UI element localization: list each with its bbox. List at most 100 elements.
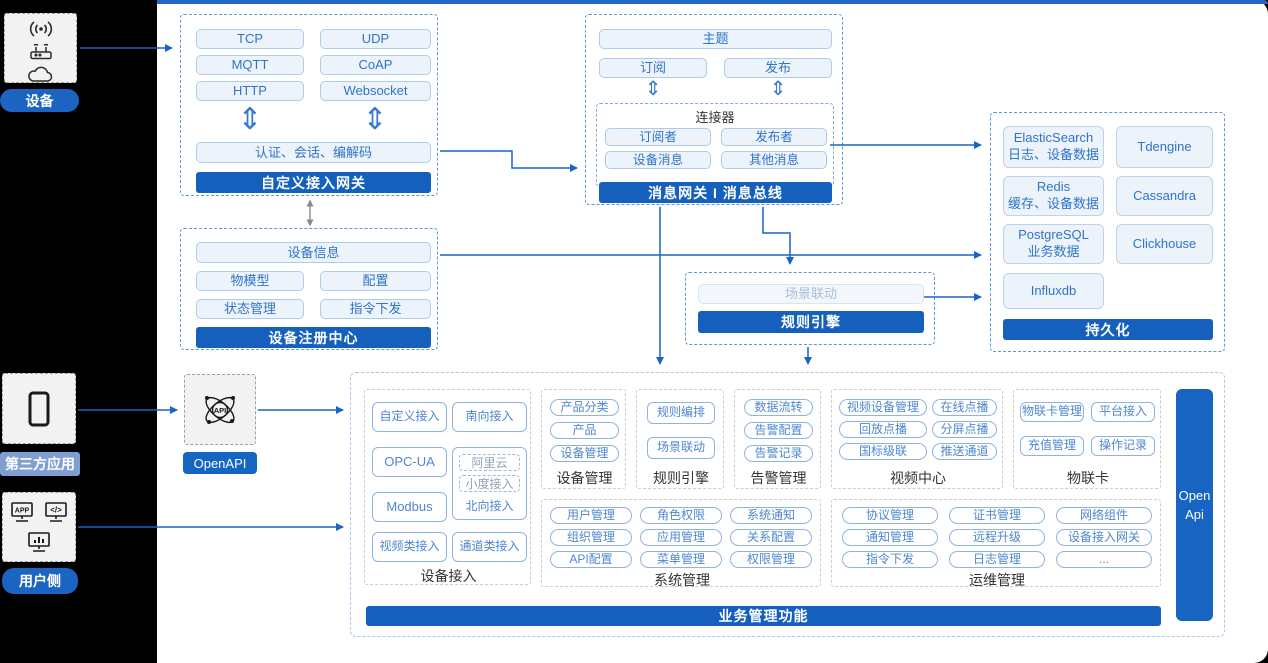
connector-box: 连接器 订阅者 发布者 设备消息 其他消息 xyxy=(596,103,834,187)
section-title: 告警管理 xyxy=(750,470,807,486)
feature-pill: 推送通道 xyxy=(932,443,997,460)
protocol-pill: Websocket xyxy=(320,81,431,101)
feature-pill: 设备接入网关 xyxy=(1056,529,1152,546)
section-title: 物联卡 xyxy=(1067,470,1109,486)
section-title: 设备管理 xyxy=(556,470,613,486)
feature-pill: Modbus xyxy=(372,492,447,522)
feature-pill: 角色权限 xyxy=(640,507,722,524)
section-title: 系统管理 xyxy=(654,572,710,588)
feature-pill: 充值管理 xyxy=(1020,436,1084,456)
vertical-double-arrow-icon: ⇕ xyxy=(769,78,787,100)
feature-pill: 系统通知 xyxy=(730,507,812,524)
vertical-double-arrow-icon: ⇕ xyxy=(237,103,263,136)
connector-pill: 其他消息 xyxy=(721,151,827,169)
store-desc: 业务数据 xyxy=(1027,244,1080,259)
feature-pill: 关系配置 xyxy=(730,529,812,546)
device-label: 设备 xyxy=(0,89,79,112)
device-registry-box: 设备信息 物模型 配置 状态管理 指令下发 设备注册中心 xyxy=(180,228,438,350)
code-monitor-icon: </> xyxy=(44,501,68,523)
router-icon xyxy=(28,42,54,60)
connector-pill: 设备消息 xyxy=(605,151,711,169)
device-source-box xyxy=(4,13,77,83)
vertical-double-arrow-icon: ⇕ xyxy=(644,78,662,100)
feature-pill: 通道类接入 xyxy=(452,532,527,562)
business-management-box: 自定义接入 南向接入 OPC-UA 阿里云 小度接入 北向接入 Modbus 视… xyxy=(350,372,1225,637)
store-name: Influxdb xyxy=(1030,282,1077,298)
connector-pill: 订阅者 xyxy=(605,128,711,146)
feature-pill: 场景联动 xyxy=(647,437,715,459)
signal-icon xyxy=(29,20,53,38)
device-registry-title-bar: 设备注册中心 xyxy=(196,327,431,348)
store-name: Cassandra xyxy=(1133,187,1196,203)
feature-pill: 权限管理 xyxy=(730,551,812,568)
protocol-pill: MQTT xyxy=(196,55,304,75)
persistence-title-bar: 持久化 xyxy=(1003,319,1213,340)
north-sub-pill: 阿里云 xyxy=(459,454,520,471)
protocol-pill: HTTP xyxy=(196,81,304,101)
store-pill: Tdengine xyxy=(1116,126,1213,168)
feature-pill: 组织管理 xyxy=(550,529,632,546)
business-footer-bar: 业务管理功能 xyxy=(366,606,1161,626)
feature-pill: 自定义接入 xyxy=(372,402,447,432)
feature-pill: 分屏点播 xyxy=(932,421,997,438)
feature-pill: 网络组件 xyxy=(1056,507,1152,524)
rule-engine-title-bar: 规则引擎 xyxy=(698,311,924,333)
third-party-source-box xyxy=(2,373,76,444)
feature-pill: 南向接入 xyxy=(452,402,527,432)
feature-pill: 视频类接入 xyxy=(372,532,447,562)
feature-pill: 远程升级 xyxy=(949,529,1045,546)
protocol-pill: UDP xyxy=(320,29,431,49)
feature-pill: OPC-UA xyxy=(372,447,447,477)
store-pill: Cassandra xyxy=(1116,176,1213,216)
feature-pill: 通知管理 xyxy=(842,529,938,546)
connector-pill: 发布者 xyxy=(721,128,827,146)
svg-text:APP: APP xyxy=(15,508,30,515)
section-rule-engine: 规则编排 场景联动 规则引擎 xyxy=(636,389,724,489)
message-bus-box: 主题 订阅 发布 ⇕ ⇕ 连接器 订阅者 发布者 设备消息 其他消息 消息网关 … xyxy=(585,14,843,205)
feature-pill: 证书管理 xyxy=(949,507,1045,524)
vertical-double-arrow-icon: ⇕ xyxy=(362,103,388,136)
cloud-icon xyxy=(26,64,56,84)
store-name: Clickhouse xyxy=(1132,235,1197,251)
store-name: PostgreSQL xyxy=(1018,227,1089,243)
feature-pill: 产品分类 xyxy=(550,399,619,416)
app-monitor-icon: APP xyxy=(10,501,34,523)
openapi-label: OpenAPI xyxy=(183,452,257,474)
store-desc: 日志、设备数据 xyxy=(1007,147,1099,162)
store-pill: Clickhouse xyxy=(1116,224,1213,264)
section-iot-card: 物联卡管理 平台接入 充值管理 操作记录 物联卡 xyxy=(1013,389,1161,489)
store-name: Redis xyxy=(1036,179,1071,195)
feature-pill: 操作记录 xyxy=(1091,436,1155,456)
feature-pill: 菜单管理 xyxy=(640,551,722,568)
connector-title: 连接器 xyxy=(695,110,735,125)
third-party-label: 第三方应用 xyxy=(0,452,80,476)
top-accent-strip xyxy=(157,0,1268,4)
user-side-source-box: APP </> xyxy=(2,492,76,562)
registry-pill: 物模型 xyxy=(196,271,304,291)
section-title: 规则引擎 xyxy=(653,470,709,486)
feature-pill: 回放点播 xyxy=(839,421,927,438)
section-title: 设备接入 xyxy=(420,568,477,584)
feature-pill: 用户管理 xyxy=(550,507,632,524)
topic-pill: 主题 xyxy=(599,29,832,49)
session-pill: 认证、会话、编解码 xyxy=(196,142,431,163)
section-alarm-mgmt: 数据流转 告警配置 告警记录 告警管理 xyxy=(734,389,821,489)
feature-pill: 应用管理 xyxy=(640,529,722,546)
api-atom-icon: API xyxy=(197,389,243,431)
feature-pill: 在线点播 xyxy=(932,399,997,416)
store-name: ElasticSearch xyxy=(1013,130,1094,146)
feature-pill: 平台接入 xyxy=(1091,402,1155,422)
store-name: Tdengine xyxy=(1137,138,1192,154)
registry-pill: 指令下发 xyxy=(320,299,431,319)
feature-pill: 视频设备管理 xyxy=(839,399,927,416)
section-device-mgmt: 产品分类 产品 设备管理 设备管理 xyxy=(541,389,626,489)
protocol-pill: CoAP xyxy=(320,55,431,75)
section-ops-mgmt: 协议管理 证书管理 网络组件 通知管理 远程升级 设备接入网关 指令下发 日志管… xyxy=(831,499,1161,588)
subscribe-pill: 订阅 xyxy=(599,58,707,78)
feature-pill: 物联卡管理 xyxy=(1020,402,1084,422)
feature-pill: ... xyxy=(1056,551,1152,568)
device-info-pill: 设备信息 xyxy=(196,242,431,263)
